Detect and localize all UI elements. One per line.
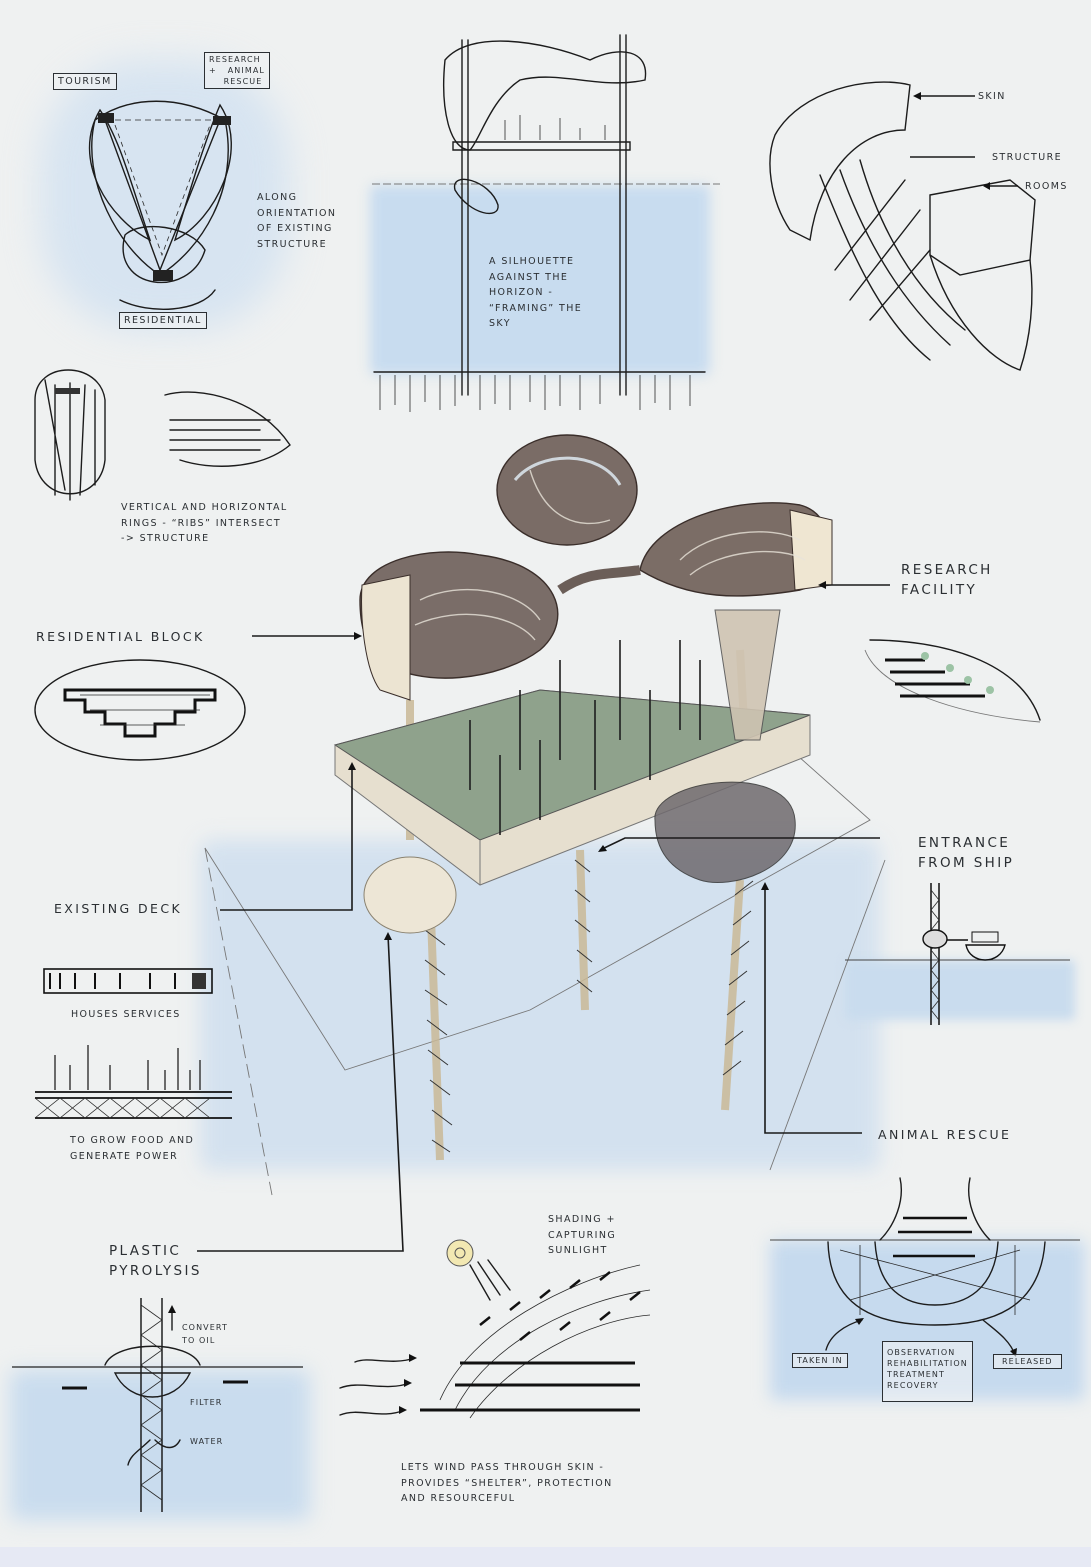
- main-platform-render: [197, 434, 890, 1252]
- wash-entrance-water: [845, 960, 1075, 1020]
- silhouette-diagram: [372, 34, 720, 412]
- ribs-diagram: [34, 369, 291, 501]
- rooms-label: ROOMS: [1025, 181, 1068, 192]
- wash-main-sea: [200, 840, 880, 1170]
- water-label: WATER: [190, 1437, 224, 1446]
- pyrolysis-sketch: [12, 1298, 303, 1512]
- silhouette-note: A SILHOUETTE AGAINST THE HORIZON - “FRAM…: [489, 256, 583, 329]
- houses-services-label: HOUSES SERVICES: [71, 1009, 181, 1020]
- research-section: [864, 639, 1041, 723]
- residential-section: [34, 659, 246, 761]
- zone-tourism-label: TOURISM: [53, 73, 117, 90]
- rescue-process-box: OBSERVATION REHABILITATION TREATMENT REC…: [882, 1341, 973, 1402]
- research-facility-callout: RESEARCH FACILITY: [901, 562, 993, 598]
- orientation-note: ALONG ORIENTATION OF EXISTING STRUCTURE: [257, 192, 337, 250]
- bottom-strip: [0, 1547, 1091, 1567]
- entrance-sketch: [845, 883, 1070, 1025]
- taken-in-label: TAKEN IN: [792, 1353, 848, 1368]
- ribs-note: VERTICAL AND HORIZONTAL RINGS - “RIBS” I…: [121, 502, 288, 544]
- zoning-diagram: [88, 100, 232, 310]
- filter-label: FILTER: [190, 1398, 223, 1407]
- skin-label: SKIN: [978, 91, 1006, 102]
- animal-rescue-callout: ANIMAL RESCUE: [878, 1127, 1012, 1142]
- convert-to-oil-label: CONVERT TO OIL: [182, 1323, 228, 1345]
- wash-silhouette-water: [370, 185, 710, 375]
- skin-section-sketch: [339, 1239, 651, 1419]
- deck-section-sketches: [34, 968, 232, 1119]
- shading-label: SHADING + CAPTURING SUNLIGHT: [548, 1214, 617, 1256]
- residential-block-callout: RESIDENTIAL BLOCK: [36, 629, 205, 644]
- plastic-pyrolysis-callout: PLASTIC PYROLYSIS: [109, 1243, 202, 1279]
- zone-residential-label: RESIDENTIAL: [119, 312, 207, 329]
- rescue-sketch: [770, 1177, 1080, 1357]
- released-label: RELEASED: [993, 1354, 1062, 1369]
- grow-food-label: TO GROW FOOD AND GENERATE POWER: [70, 1135, 195, 1162]
- entrance-from-ship-callout: ENTRANCE FROM SHIP: [918, 835, 1015, 871]
- structure-label: STRUCTURE: [992, 152, 1062, 163]
- wind-note: LETS WIND PASS THROUGH SKIN - PROVIDES “…: [401, 1462, 613, 1504]
- wash-zoning: [40, 60, 290, 330]
- zone-research-rescue-label: RESEARCH + ANIMAL RESCUE: [204, 52, 270, 89]
- existing-deck-callout: EXISTING DECK: [54, 901, 183, 916]
- skin-diagram: [769, 81, 1036, 371]
